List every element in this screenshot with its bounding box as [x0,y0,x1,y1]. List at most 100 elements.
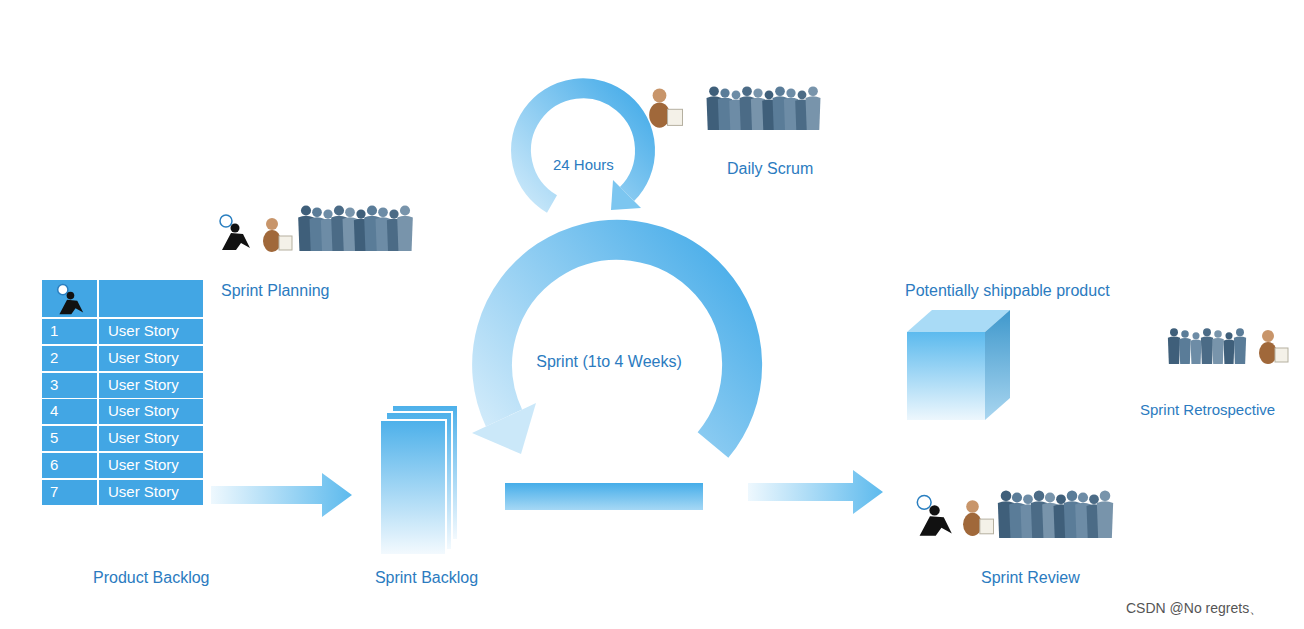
table-cell: 7 [42,480,97,505]
person-head [1045,492,1055,502]
flow-arrow [211,473,352,517]
manager-paper [980,519,994,534]
node-label: Potentially shippable product [905,281,1110,300]
free-label: CSDN @No regrets、 [1126,600,1263,617]
person-head [1012,492,1022,502]
owner-body [920,516,952,536]
person-head [1181,330,1188,337]
person-head [786,88,795,97]
manager-body [1259,342,1277,364]
person-head [808,86,818,96]
table-header-cell [99,280,203,317]
process-node: Potentially shippable product [900,280,1165,425]
table-cell-text: 7 [50,483,58,501]
table-header-cell [42,280,97,317]
node-label: Sprint Backlog [360,568,493,587]
owner-icon [42,280,97,317]
table-cell: User Story [99,453,203,478]
table-cell-text: 2 [50,349,58,367]
person-head [1203,328,1211,336]
table-cell-text: User Story [108,376,179,394]
person-head [400,205,410,215]
person-head [765,90,774,99]
table-cell: 4 [42,399,97,424]
person-head [389,209,398,218]
person-body [1212,338,1224,364]
lightbulb [220,215,232,227]
table-cell-text: 5 [50,429,58,447]
person-head [1001,490,1012,501]
flow-arrow [748,470,883,514]
node-label: Sprint Review [981,568,1080,587]
person-head [720,88,729,97]
person-body [1179,338,1191,364]
person-head [1034,490,1045,501]
table-cell: User Story [99,346,203,371]
manager-body [649,102,670,127]
manager-head [653,89,667,103]
lightbulb [58,285,68,295]
table-cell: User Story [99,319,203,344]
free-label: Sprint Retrospective [1140,401,1275,419]
person-head [1089,494,1099,504]
cube-side [985,310,1010,420]
owner-head [67,292,75,300]
person-head [732,90,741,99]
person-head [1192,332,1199,339]
person-head [301,205,311,215]
person-head [1225,332,1232,339]
free-label: Daily Scrum [727,159,813,178]
manager-body [263,230,281,252]
person-body [1234,336,1246,364]
document-sheet [380,420,446,555]
manager-paper [1275,348,1288,362]
table-cell-text: User Story [108,322,179,340]
person-head [312,207,322,217]
manager-head [266,218,278,230]
person-head [1214,330,1221,337]
person-head [742,86,752,96]
manager-head [1262,330,1274,342]
daily-loop-arrow [521,88,645,204]
person-head [334,205,344,215]
table-cell-text: 1 [50,322,58,340]
person-body [1097,501,1113,538]
lightbulb [917,495,931,509]
table-cell-text: User Story [108,483,179,501]
person-body [1191,340,1202,364]
node-label: Sprint (1to 4 Weeks) [470,352,748,371]
table-cell: 5 [42,426,97,451]
person-body [1201,336,1213,364]
table-cell: User Story [99,426,203,451]
process-node: Sprint Backlog [360,400,493,592]
table-cell: User Story [99,480,203,505]
person-body [1224,340,1235,364]
table-cell-text: User Story [108,456,179,474]
table-cell-text: User Story [108,349,179,367]
sprint-loop-arrowhead [472,403,536,454]
person-head [798,90,807,99]
free-label: Sprint Planning [221,281,330,300]
owner-head [231,224,240,233]
table-cell: 1 [42,319,97,344]
person-head [345,207,355,217]
person-head [323,209,332,218]
person-head [753,88,762,97]
owner-body [59,300,83,314]
daily-loop-arrowhead [611,180,641,210]
person-head [1078,492,1088,502]
person-head [367,205,377,215]
table-cell: User Story [99,399,203,424]
table-cell: User Story [99,373,203,398]
manager-paper [668,109,683,125]
sprint-bar [505,483,703,510]
person-body [1168,336,1180,364]
person-head [1023,494,1033,504]
person-head [709,86,719,96]
table-cell-text: 4 [50,402,58,420]
table-cell: 2 [42,346,97,371]
manager-paper [279,236,292,250]
table-cell: 3 [42,373,97,398]
table-cell-text: User Story [108,402,179,420]
table-cell-text: 3 [50,376,58,394]
